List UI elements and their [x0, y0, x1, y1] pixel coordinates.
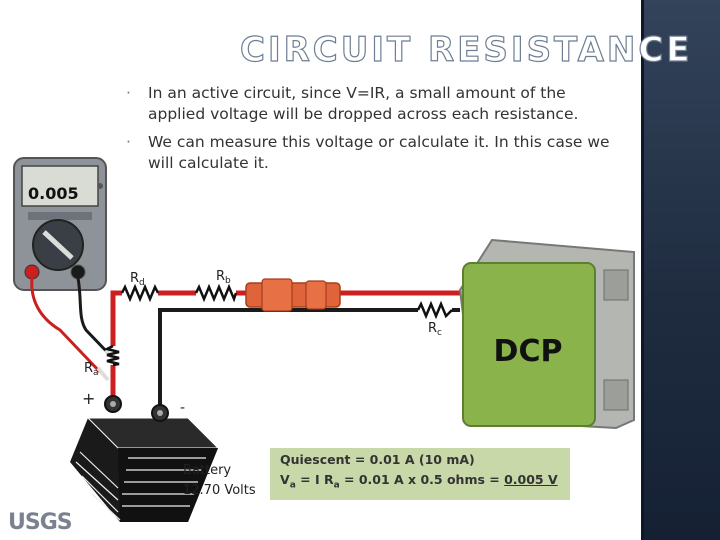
- battery-label: Battery 12.70 Volts: [183, 461, 256, 501]
- label-rc: Rc: [428, 321, 442, 338]
- bullet-list: In an active circuit, since V=IR, a smal…: [122, 83, 622, 181]
- red-probe-jack: [24, 264, 40, 280]
- label-ra: Ra: [84, 361, 99, 378]
- battery-plus-sign: +: [82, 389, 95, 408]
- bullet-item: We can measure this voltage or calculate…: [122, 132, 622, 174]
- wire-splice-connector: [245, 278, 341, 312]
- black-probe-lead: [76, 277, 112, 357]
- label-rd: Rd: [130, 271, 145, 288]
- meter-reading: 0.005: [28, 184, 79, 203]
- multimeter: 0.005: [13, 157, 107, 291]
- calculation-note: Quiescent = 0.01 A (10 mA) Va = I Ra = 0…: [270, 448, 570, 500]
- dcp-panel: [462, 262, 596, 427]
- black-probe-jack: [70, 264, 86, 280]
- dcp-label: DCP: [494, 334, 563, 369]
- resistor-a: [103, 344, 120, 367]
- meter-display: [21, 165, 99, 207]
- sidebar-panel: [641, 0, 720, 540]
- battery-minus-sign: -: [180, 400, 185, 416]
- note-result-value: 0.005 V: [504, 472, 558, 487]
- usgs-logo: USGS: [8, 510, 73, 535]
- bullet-item: In an active circuit, since V=IR, a smal…: [122, 83, 622, 125]
- dcp-enclosure: [458, 238, 635, 430]
- note-voltage-calc: Va = I Ra = 0.01 A x 0.5 ohms = 0.005 V: [280, 472, 558, 491]
- sidebar-edge: [641, 0, 644, 540]
- black-wire: [158, 308, 418, 412]
- resistor-c: [416, 300, 453, 320]
- resistor-d: [120, 283, 160, 303]
- battery-voltage: 12.70 Volts: [183, 483, 256, 498]
- slide-title: CIRCUIT RESISTANCE: [239, 29, 693, 70]
- red-probe-lead: [30, 277, 102, 374]
- circuit-diagram: 0.005 Rd Rb Rc Ra: [13, 157, 635, 522]
- battery-icon: [70, 395, 220, 522]
- label-rb: Rb: [216, 269, 231, 286]
- battery-name: Battery: [183, 463, 232, 478]
- note-quiescent: Quiescent = 0.01 A (10 mA): [280, 452, 475, 467]
- resistor-b: [194, 283, 238, 303]
